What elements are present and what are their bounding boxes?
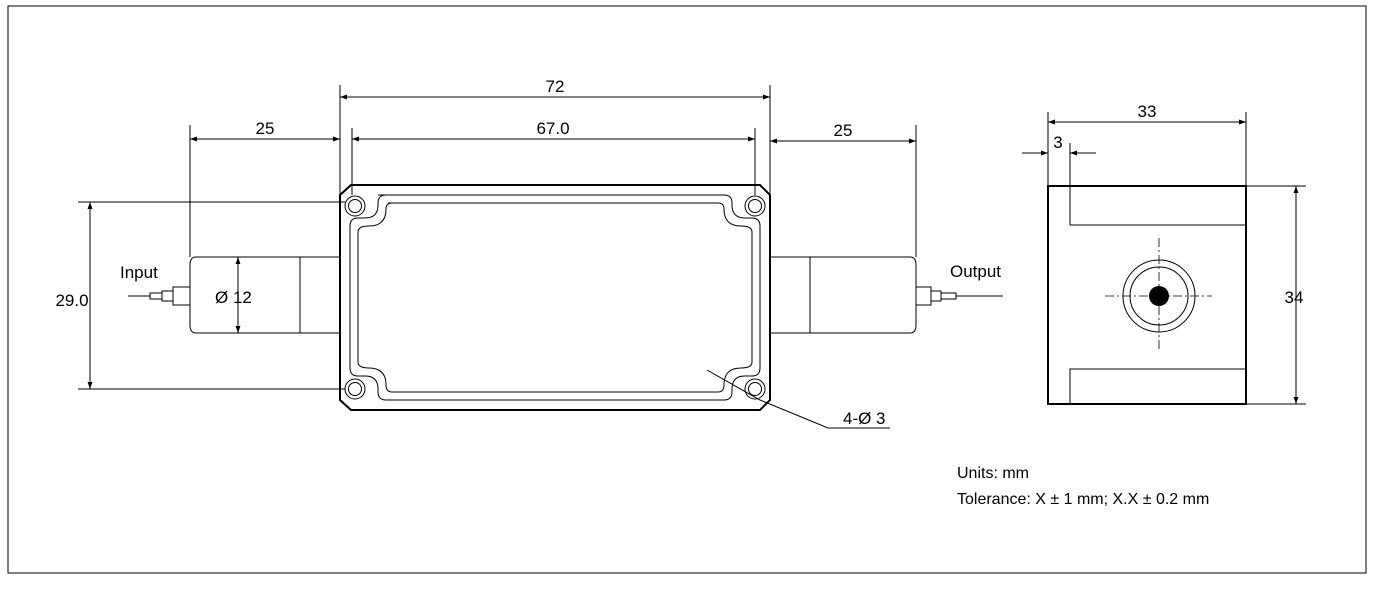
dim-right-pigtail: 25 xyxy=(834,121,853,140)
units-note: Units: mm xyxy=(957,465,1029,482)
dim-mount-holes: 4-Ø 3 xyxy=(843,409,886,428)
dim-side-offset: 3 xyxy=(1053,133,1062,152)
dim-overall-length: 72 xyxy=(546,77,565,96)
side-view: 33 3 34 xyxy=(1022,102,1306,405)
output-tube xyxy=(769,256,957,334)
dim-hole-spacing: 67.0 xyxy=(536,119,569,138)
drawing-border xyxy=(7,5,1367,574)
main-enclosure xyxy=(339,184,771,411)
notes: Units: mm Tolerance: X ± 1 mm; X.X ± 0.2… xyxy=(957,465,1209,508)
mounting-hole xyxy=(344,195,366,217)
dim-tube-diameter: Ø 12 xyxy=(215,288,252,307)
mounting-hole xyxy=(344,378,366,400)
dim-left-pigtail: 25 xyxy=(256,119,275,138)
dim-side-width: 33 xyxy=(1138,102,1157,121)
input-label: Input xyxy=(120,263,158,282)
input-tube xyxy=(149,256,341,334)
mounting-hole xyxy=(744,195,766,217)
front-view: 72 67.0 25 25 29.0 Ø 12 4-Ø 3 Input Outp… xyxy=(55,77,1003,429)
output-label: Output xyxy=(950,262,1001,281)
dim-side-height: 34 xyxy=(1285,288,1304,307)
tolerance-note: Tolerance: X ± 1 mm; X.X ± 0.2 mm xyxy=(957,491,1209,508)
mounting-hole xyxy=(744,378,766,400)
dim-height: 29.0 xyxy=(55,291,88,310)
